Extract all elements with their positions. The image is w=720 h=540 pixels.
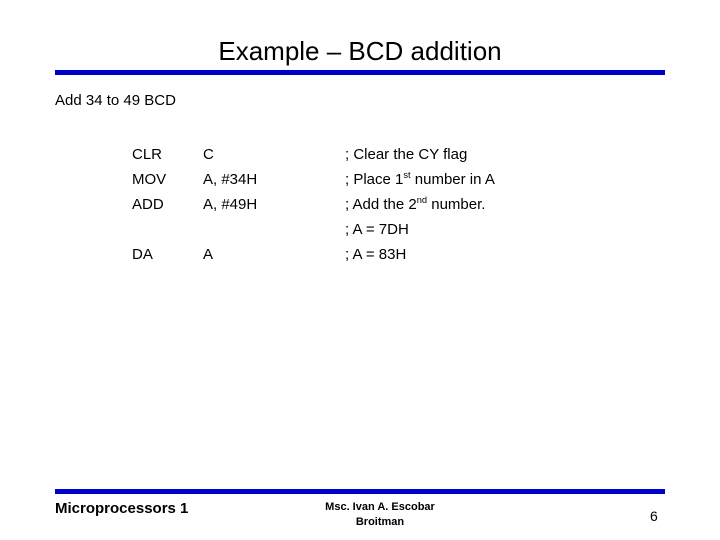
code-comment-text: ; Clear the CY flag — [345, 146, 468, 163]
code-row: MOV A, #34H ; Place 1st number in A — [132, 167, 652, 192]
code-comment-text: ; Add the 2 — [345, 196, 417, 213]
code-comment-tail: number. — [427, 196, 486, 213]
code-comment: ; Place 1st number in A — [345, 167, 495, 192]
code-row: CLR C ; Clear the CY flag — [132, 142, 652, 167]
code-comment: ; Add the 2nd number. — [345, 192, 485, 217]
code-row: ; A = 7DH — [132, 217, 652, 242]
code-row: DA A ; A = 83H — [132, 242, 652, 267]
title-divider-rule — [55, 70, 665, 75]
page-title: Example – BCD addition — [218, 36, 502, 66]
code-comment-text: ; A = 83H — [345, 246, 407, 263]
code-comment-superscript: st — [403, 170, 411, 180]
footer-author-line2: Broitman — [355, 516, 405, 528]
footer-author: Msc. Ivan A. Escobar Broitman — [255, 500, 505, 530]
code-operand: A, #49H — [203, 196, 258, 213]
code-comment-tail: number in A — [410, 171, 495, 188]
code-listing: CLR C ; Clear the CY flag MOV A, #34H ; … — [132, 142, 652, 267]
footer-divider-rule — [55, 489, 665, 494]
code-mnemonic: DA — [132, 246, 153, 263]
code-comment: ; Clear the CY flag — [345, 142, 467, 167]
code-comment-text: ; Place 1 — [345, 171, 404, 188]
code-comment-superscript: nd — [416, 195, 428, 205]
code-mnemonic: CLR — [132, 146, 163, 163]
code-operand: A, #34H — [203, 171, 258, 188]
footer-course-label: Microprocessors 1 — [55, 500, 189, 517]
code-comment-text: ; A = 7DH — [345, 221, 409, 238]
code-comment: ; A = 83H — [345, 242, 406, 267]
code-comment: ; A = 7DH — [345, 217, 409, 242]
page-number: 6 — [650, 508, 658, 524]
code-row: ADD A, #49H ; Add the 2nd number. — [132, 192, 652, 217]
footer-author-line1: Msc. Ivan A. Escobar — [325, 501, 435, 513]
code-operand: A — [203, 246, 214, 263]
subtitle-text: Add 34 to 49 BCD — [55, 92, 176, 109]
code-mnemonic: MOV — [132, 171, 167, 188]
code-operand: C — [203, 146, 214, 163]
code-mnemonic: ADD — [132, 196, 164, 213]
